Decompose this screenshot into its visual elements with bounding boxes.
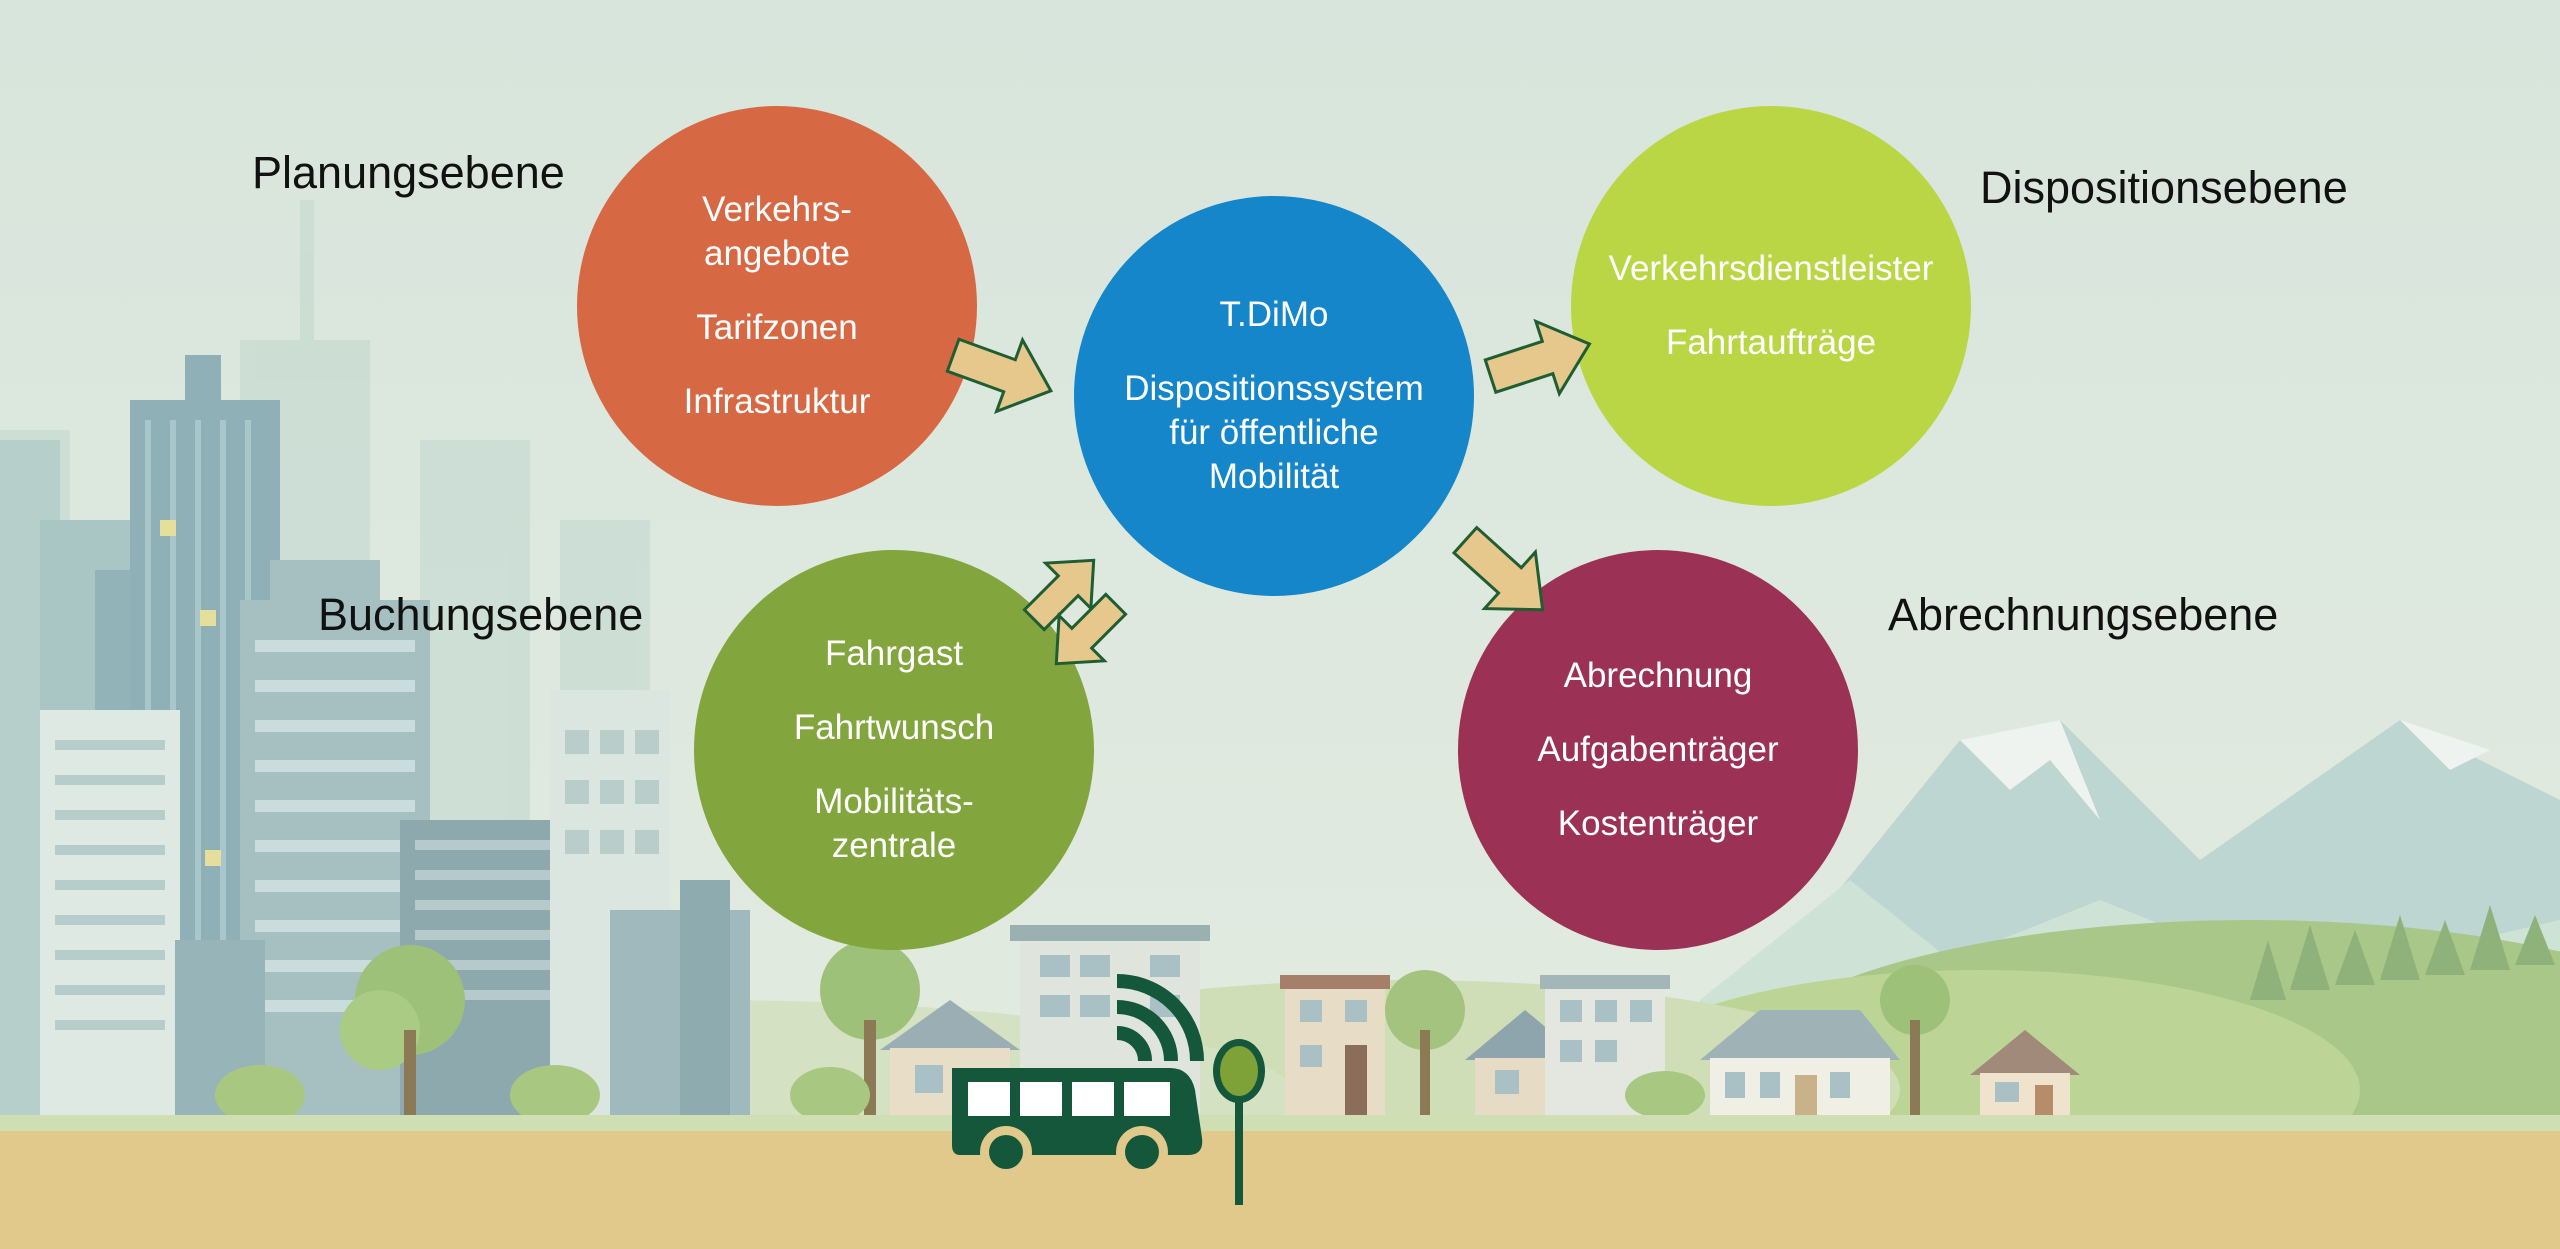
node-disposition-item: Fahrtaufträge (1665, 323, 1877, 362)
node-billing-item: Kostenträger (1557, 804, 1759, 843)
block-arrow-icon (1022, 558, 1096, 632)
node-center-item: Dispositionssystem für öffentliche Mobil… (1124, 369, 1424, 496)
block-arrow-icon (1451, 525, 1545, 612)
node-booking-item: Fahrgast (824, 634, 964, 673)
block-arrow-icon (945, 336, 1054, 415)
level-label-disposition: Dispositionsebene (1980, 162, 2348, 213)
node-planning-item: Tarifzonen (696, 308, 858, 347)
node-booking-item: Fahrtwunsch (793, 708, 995, 747)
block-arrow-icon (1483, 318, 1592, 398)
node-billing-item: Abrechnung (1563, 656, 1753, 695)
wifi-signal-icon (1116, 974, 1204, 1062)
bus-stop-sign-icon (1213, 1039, 1265, 1205)
node-center-item: T.DiMo (1219, 295, 1329, 334)
node-billing-item: Aufgabenträger (1537, 730, 1779, 769)
node-planning-item: Infrastruktur (683, 382, 871, 421)
level-label-billing: Abrechnungsebene (1888, 589, 2279, 640)
level-label-booking: Buchungsebene (318, 589, 644, 640)
bus-icon (952, 974, 1204, 1178)
node-disposition-item: Verkehrsdienstleister (1608, 249, 1934, 288)
level-label-planning: Planungsebene (252, 147, 565, 198)
block-arrow-icon (1054, 592, 1128, 666)
node-planning-item: Verkehrs- angebote (702, 190, 852, 273)
node-booking-item: Mobilitäts- zentrale (814, 782, 974, 865)
